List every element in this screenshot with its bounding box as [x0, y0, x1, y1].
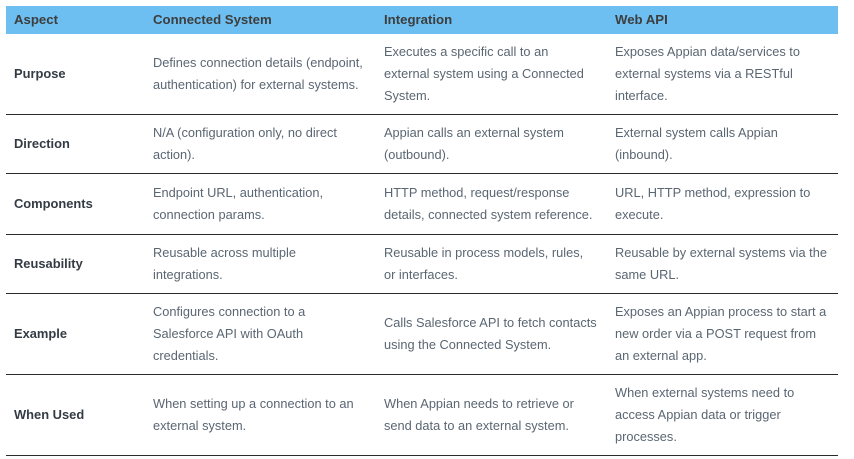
cell-reusability-web-api: Reusable by external systems via the sam…	[607, 234, 838, 295]
cell-when-used-integration: When Appian needs to retrieve or send da…	[376, 374, 607, 457]
column-header-integration: Integration	[376, 6, 607, 35]
cell-components-integration: HTTP method, request/response details, c…	[376, 173, 607, 236]
cell-direction-connected-system: N/A (configuration only, no direct actio…	[145, 114, 376, 175]
row-label-reusability: Reusability	[6, 234, 145, 295]
cell-components-web-api: URL, HTTP method, expression to execute.	[607, 173, 838, 236]
cell-purpose-integration: Executes a specific call to an external …	[376, 34, 607, 116]
row-label-direction: Direction	[6, 114, 145, 175]
cell-reusability-integration: Reusable in process models, rules, or in…	[376, 234, 607, 295]
table-row: Components Endpoint URL, authentication,…	[6, 173, 838, 236]
row-label-purpose: Purpose	[6, 34, 145, 116]
column-header-aspect: Aspect	[6, 6, 145, 35]
cell-purpose-web-api: Exposes Appian data/services to external…	[607, 34, 838, 116]
cell-example-integration: Calls Salesforce API to fetch contacts u…	[376, 293, 607, 376]
cell-when-used-web-api: When external systems need to access App…	[607, 374, 838, 457]
row-label-example: Example	[6, 293, 145, 376]
table-body: Purpose Defines connection details (endp…	[6, 34, 838, 457]
cell-direction-integration: Appian calls an external system (outboun…	[376, 114, 607, 175]
table-row: When Used When setting up a connection t…	[6, 374, 838, 457]
row-label-when-used: When Used	[6, 374, 145, 457]
table-row: Purpose Defines connection details (endp…	[6, 34, 838, 116]
cell-example-web-api: Exposes an Appian process to start a new…	[607, 293, 838, 376]
comparison-table: Aspect Connected System Integration Web …	[6, 6, 838, 457]
cell-reusability-connected-system: Reusable across multiple integrations.	[145, 234, 376, 295]
table-row: Reusability Reusable across multiple int…	[6, 234, 838, 295]
column-header-connected-system: Connected System	[145, 6, 376, 35]
table-header: Aspect Connected System Integration Web …	[6, 6, 838, 35]
table-header-row: Aspect Connected System Integration Web …	[6, 6, 838, 35]
column-header-web-api: Web API	[607, 6, 838, 35]
cell-when-used-connected-system: When setting up a connection to an exter…	[145, 374, 376, 457]
row-label-components: Components	[6, 173, 145, 236]
cell-direction-web-api: External system calls Appian (inbound).	[607, 114, 838, 175]
cell-purpose-connected-system: Defines connection details (endpoint, au…	[145, 34, 376, 116]
cell-components-connected-system: Endpoint URL, authentication, connection…	[145, 173, 376, 236]
table-row: Direction N/A (configuration only, no di…	[6, 114, 838, 175]
table-row: Example Configures connection to a Sales…	[6, 293, 838, 376]
cell-example-connected-system: Configures connection to a Salesforce AP…	[145, 293, 376, 376]
